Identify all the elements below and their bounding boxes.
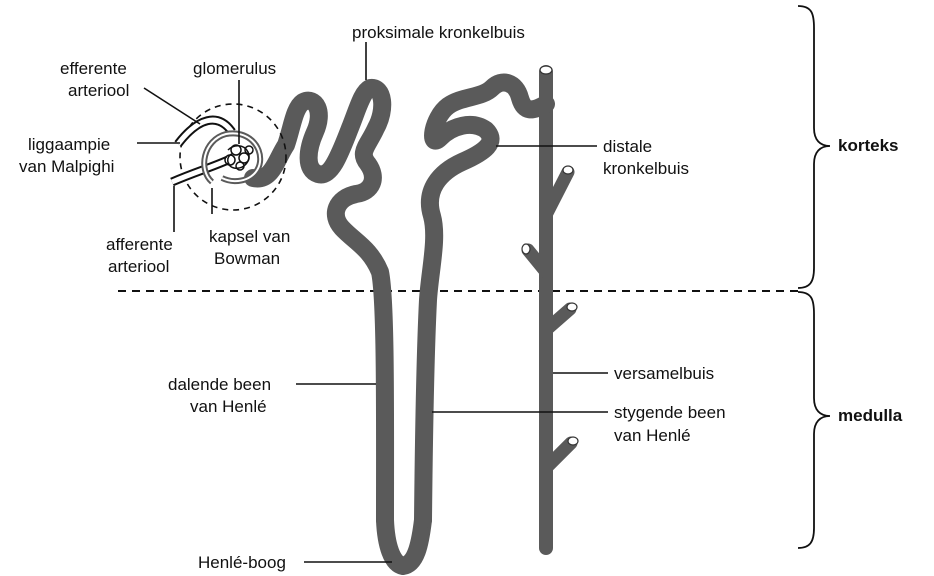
label-liggaampie-2: van Malpighi	[19, 157, 114, 176]
label-kapsel-van-bowman-1: kapsel van	[209, 227, 290, 246]
proximal-tubule-and-descending-limb	[253, 88, 385, 520]
glomerulus-knot	[225, 145, 253, 170]
label-henle-boog: Henlé-boog	[198, 553, 286, 572]
label-afferente-arteriool-2: arteriool	[108, 257, 169, 276]
label-distale-kronkelbuis-1: distale	[603, 137, 652, 156]
label-versamelbuis: versamelbuis	[614, 364, 714, 383]
medulla-brace	[798, 292, 830, 548]
label-dalende-been-1: dalende been	[168, 375, 271, 394]
label-dalende-been-2: van Henlé	[190, 397, 267, 416]
korteks-brace	[798, 6, 830, 288]
label-stygende-been-2: van Henlé	[614, 426, 691, 445]
label-proksimale-kronkelbuis: proksimale kronkelbuis	[352, 23, 525, 42]
collecting-duct	[522, 66, 578, 548]
label-efferente-arteriool-2: arteriool	[68, 81, 129, 100]
label-distale-kronkelbuis-2: kronkelbuis	[603, 159, 689, 178]
label-efferente-arteriool-1: efferente	[60, 59, 127, 78]
label-medulla: medulla	[838, 406, 903, 425]
label-liggaampie-1: liggaampie	[28, 135, 110, 154]
label-stygende-been-1: stygende been	[614, 403, 726, 422]
label-afferente-arteriool-1: afferente	[106, 235, 173, 254]
ascending-limb-and-distal-tubule	[423, 83, 546, 520]
label-glomerulus: glomerulus	[193, 59, 276, 78]
malpighian-body	[172, 104, 286, 210]
label-kapsel-van-bowman-2: Bowman	[214, 249, 280, 268]
label-korteks: korteks	[838, 136, 898, 155]
